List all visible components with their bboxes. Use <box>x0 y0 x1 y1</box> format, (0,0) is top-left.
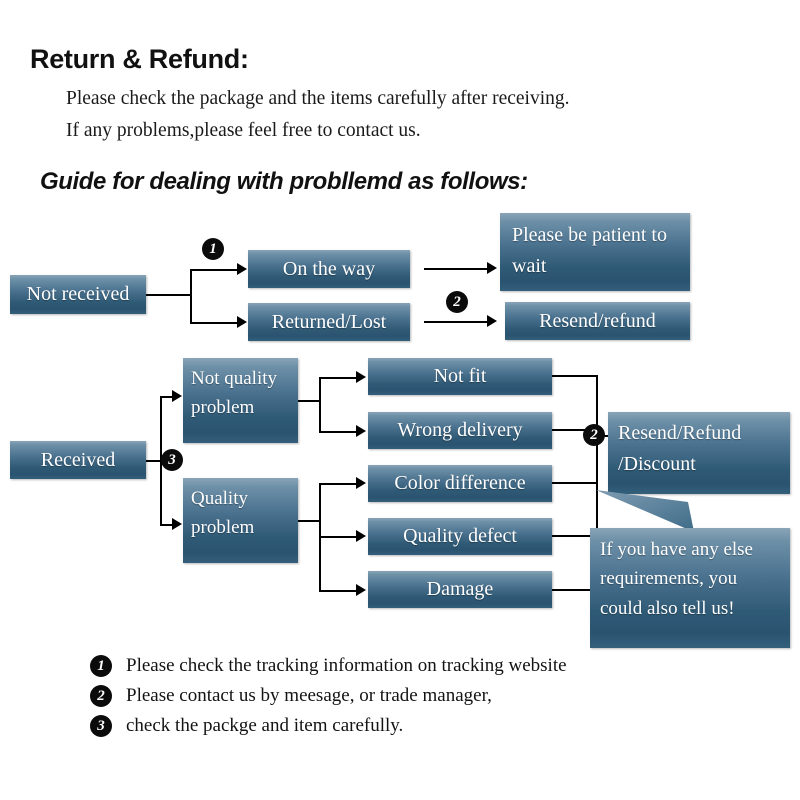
connector-damage-to-bracket <box>552 589 597 591</box>
connector-color-difference-to-bracket <box>552 482 597 484</box>
callout-tail-icon <box>596 490 694 532</box>
marker-2-flow-not-received: 2 <box>446 291 468 313</box>
box-damage: Damage <box>368 571 552 608</box>
box-resend-refund-discount-line-1: Resend/Refund <box>618 422 742 444</box>
connector-to-not-fit <box>319 377 357 379</box>
legend-item-1: 1 Please check the tracking information … <box>90 655 567 677</box>
box-not-quality-problem-line-2: problem <box>191 397 255 419</box>
connector-issues-bracket-spine <box>596 375 598 591</box>
box-quality-problem-line-2: problem <box>191 517 255 539</box>
connector-not-fit-to-bracket <box>552 375 597 377</box>
box-on-the-way: On the way <box>248 250 410 288</box>
arrow-on-the-way-to-wait <box>487 262 497 274</box>
legend-marker-1: 1 <box>90 655 112 677</box>
legend-marker-3: 3 <box>90 715 112 737</box>
callout-line-3: could also tell us! <box>600 597 735 619</box>
arrow-to-not-fit <box>356 371 366 383</box>
connector-returned-to-resend <box>424 321 488 323</box>
marker-1-flow-not-received: 1 <box>202 238 224 260</box>
legend-text-1: Please check the tracking information on… <box>126 655 567 676</box>
box-color-difference: Color difference <box>368 465 552 502</box>
arrow-to-quality <box>172 518 182 530</box>
connector-wrong-delivery-to-bracket <box>552 429 597 431</box>
connector-not-quality-stem <box>298 400 320 402</box>
legend-text-2: Please contact us by meesage, or trade m… <box>126 685 492 706</box>
legend-item-3: 3 check the packge and item carefully. <box>90 715 403 737</box>
arrow-to-color-difference <box>356 477 366 489</box>
marker-3-flow-received: 3 <box>161 449 183 471</box>
connector-to-not-quality <box>160 396 178 398</box>
connector-quality-stem <box>298 520 320 522</box>
box-callout-extra-requirements: If you have any else requirements, you c… <box>590 528 790 648</box>
connector-to-color-difference <box>319 483 357 485</box>
callout-line-1: If you have any else <box>600 539 753 560</box>
box-quality-problem-line-1: Quality <box>191 488 248 509</box>
connector-to-damage <box>319 590 357 592</box>
guide-subtitle: Guide for dealing with probllemd as foll… <box>40 168 528 195</box>
connector-not-received-split <box>190 269 192 322</box>
connector-to-quality <box>160 524 178 526</box>
connector-to-returned-lost <box>190 322 238 324</box>
arrow-to-wrong-delivery <box>356 425 366 437</box>
box-resend-refund: Resend/refund <box>505 302 690 340</box>
box-wrong-delivery: Wrong delivery <box>368 412 552 449</box>
box-not-received: Not received <box>10 275 146 314</box>
legend-item-2: 2 Please contact us by meesage, or trade… <box>90 685 492 707</box>
box-quality-problem: Quality problem <box>183 478 298 563</box>
arrow-to-on-the-way <box>237 263 247 275</box>
box-resend-refund-discount: Resend/Refund /Discount <box>608 412 790 494</box>
box-please-be-patient-to-wait: Please be patient to wait <box>500 213 690 291</box>
box-quality-defect: Quality defect <box>368 518 552 555</box>
intro-line-1: Please check the package and the items c… <box>66 88 570 109</box>
connector-quality-defect-to-bracket <box>552 535 597 537</box>
box-received: Received <box>10 441 146 479</box>
connector-to-on-the-way <box>190 269 238 271</box>
box-not-quality-problem-line-1: Not quality <box>191 368 278 389</box>
connector-on-the-way-to-wait <box>424 268 488 270</box>
arrow-to-quality-defect <box>356 530 366 542</box>
connector-not-quality-split <box>319 377 321 431</box>
connector-to-quality-defect <box>319 536 357 538</box>
box-not-fit: Not fit <box>368 358 552 395</box>
box-not-quality-problem: Not quality problem <box>183 358 298 443</box>
page-title: Return & Refund: <box>30 44 249 74</box>
legend-marker-2: 2 <box>90 685 112 707</box>
box-resend-refund-discount-line-2: /Discount <box>618 453 696 475</box>
arrow-returned-to-resend <box>487 315 497 327</box>
legend-text-3: check the packge and item carefully. <box>126 715 404 736</box>
marker-2-flow-received: 2 <box>583 424 605 446</box>
callout-line-2: requirements, you <box>600 568 738 590</box>
connector-not-received-stem <box>146 294 190 296</box>
arrow-to-returned-lost <box>237 316 247 328</box>
arrow-to-damage <box>356 584 366 596</box>
connector-received-stem <box>146 460 161 462</box>
connector-to-wrong-delivery <box>319 431 357 433</box>
box-returned-lost: Returned/Lost <box>248 303 410 341</box>
arrow-to-not-quality <box>172 390 182 402</box>
intro-line-2: If any problems,please feel free to cont… <box>66 120 421 141</box>
